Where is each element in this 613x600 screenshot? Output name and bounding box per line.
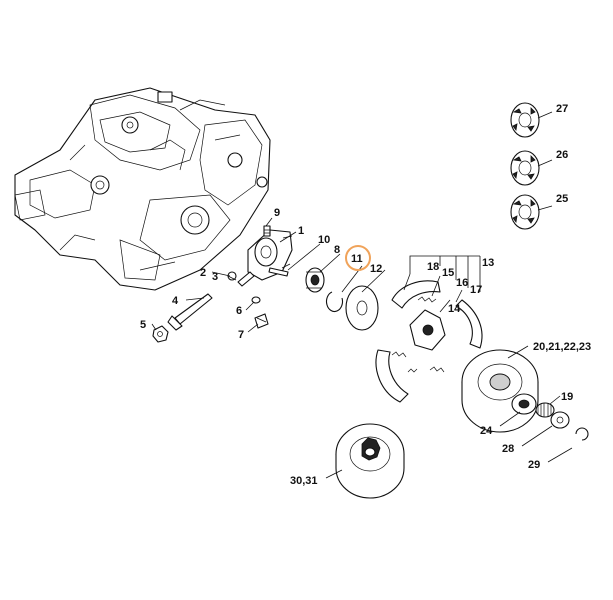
callout-12: 12 xyxy=(370,263,382,275)
sprocket-27-drawing xyxy=(510,102,540,138)
callout-20-23: 20,21,22,23 xyxy=(533,341,591,353)
hose-2-drawing xyxy=(237,271,255,287)
callout-6: 6 xyxy=(236,305,242,317)
callout-17: 17 xyxy=(470,284,482,296)
callout-9: 9 xyxy=(274,207,280,219)
callout-24: 24 xyxy=(480,425,493,437)
sprocket-25-drawing xyxy=(510,194,540,230)
callout-27: 27 xyxy=(556,103,568,115)
crankcase-housing-drawing xyxy=(14,87,271,291)
callout-29: 29 xyxy=(528,459,540,471)
callout-30-31: 30,31 xyxy=(290,475,318,487)
sprocket-26-drawing xyxy=(510,150,540,186)
spring-clip-11-drawing xyxy=(325,291,344,313)
pin-10-drawing xyxy=(268,267,289,277)
rim-sprocket-24-drawing xyxy=(511,393,537,415)
callout-11: 11 xyxy=(351,253,363,265)
clutch-shoe-right-drawing xyxy=(455,299,483,349)
clutch-springs-15-16-drawing xyxy=(391,296,445,373)
leader-lines xyxy=(151,111,573,479)
callout-25: 25 xyxy=(556,193,568,205)
callout-labels: 27 26 25 9 1 10 8 11 12 13 18 15 16 17 1… xyxy=(140,103,591,487)
spur-sprocket-drum-drawing xyxy=(335,423,405,499)
callout-3: 3 xyxy=(212,271,218,283)
callout-14: 14 xyxy=(448,303,461,315)
callout-26: 26 xyxy=(556,149,568,161)
callout-13: 13 xyxy=(482,257,494,269)
callout-4: 4 xyxy=(172,295,179,307)
washer-12-drawing xyxy=(345,285,379,331)
e-clip-29-drawing xyxy=(575,427,589,441)
plug-7-drawing xyxy=(254,313,269,329)
worm-gear-8-drawing xyxy=(305,267,325,293)
clutch-carrier-14-drawing xyxy=(409,309,446,351)
clutch-drum-drawing xyxy=(461,349,539,433)
callout-8: 8 xyxy=(334,244,340,256)
callout-7: 7 xyxy=(238,329,244,341)
callout-28: 28 xyxy=(502,443,514,455)
highlight-ring-11 xyxy=(345,245,371,271)
nut-5-drawing xyxy=(152,325,169,343)
screw-9-drawing xyxy=(263,225,271,237)
callout-10: 10 xyxy=(318,234,330,246)
needle-cage-19-drawing xyxy=(535,402,555,418)
callout-16: 16 xyxy=(456,277,468,289)
callout-15: 15 xyxy=(442,267,454,279)
oil-pump-drawing xyxy=(247,229,293,281)
clutch-shoe-left-drawing xyxy=(375,349,409,403)
callout-19: 19 xyxy=(561,391,573,403)
callout-2: 2 xyxy=(200,267,206,279)
clutch-shoe-18-drawing xyxy=(391,280,441,309)
spring-6-drawing xyxy=(251,296,261,304)
callout-5: 5 xyxy=(140,319,146,331)
callout-1: 1 xyxy=(298,225,304,237)
washer-28-drawing xyxy=(550,411,570,429)
pump-shaft-4-drawing xyxy=(167,293,213,331)
callout-18: 18 xyxy=(427,261,439,273)
